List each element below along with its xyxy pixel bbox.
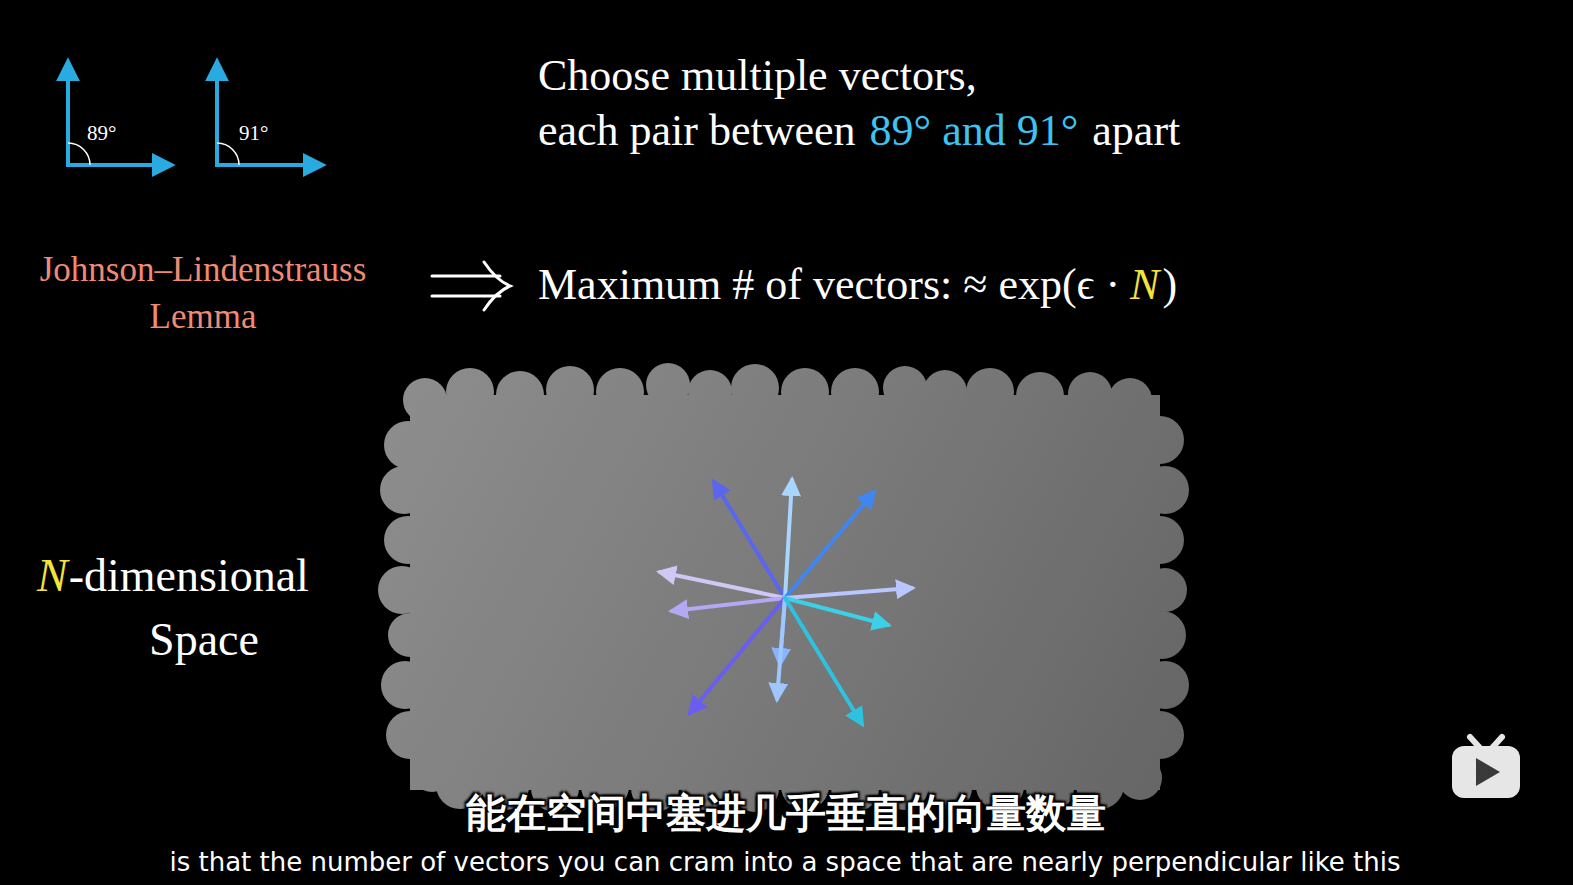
bilibili-logo [1452, 737, 1520, 798]
dimension-variable: N [37, 553, 68, 599]
formula-text: ) [1162, 263, 1177, 307]
subtitle-chinese: 能在空间中塞进几乎垂直的向量数量 [466, 793, 1106, 833]
formula-variable: N [1130, 263, 1159, 307]
heading-text: Choose multiple vectors, [538, 54, 977, 98]
heading-text: apart [1092, 109, 1180, 153]
vector-star [660, 480, 912, 724]
angle-label: 89° [87, 123, 116, 144]
space-label: -dimensional [69, 553, 309, 599]
space-label: Space [149, 617, 259, 663]
space-cloud [378, 363, 1189, 812]
lemma-name: Johnson–Lindenstrauss Lemma [4, 246, 402, 340]
formula-text: Maximum # of vectors: ≈ exp(ϵ · [538, 263, 1120, 307]
subtitle-english: is that the number of vectors you can cr… [169, 849, 1400, 875]
heading-text: each pair between [538, 109, 856, 153]
angle-icon [66, 62, 171, 165]
implies-arrow [432, 262, 510, 310]
angle-icon [215, 62, 322, 165]
angle-range: 89° and 91° [870, 109, 1079, 153]
angle-label: 91° [239, 123, 268, 144]
